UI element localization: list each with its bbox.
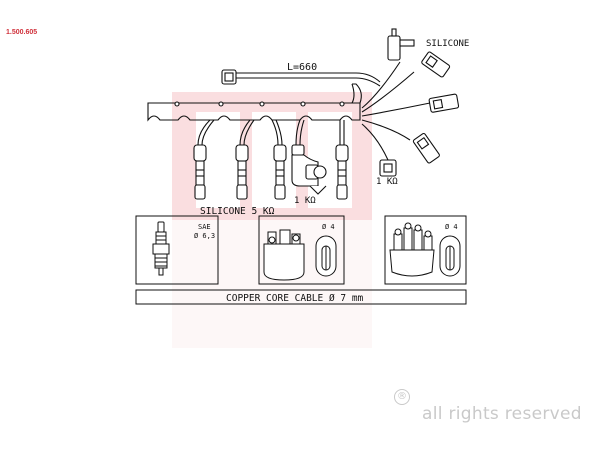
terminal-cap-icon <box>439 235 461 277</box>
registered-icon: ® <box>394 389 410 405</box>
plug-leads <box>197 119 345 146</box>
terminal-coil-icon <box>315 235 337 277</box>
silicone-top-label: SILICONE <box>426 39 469 49</box>
component-boxes <box>135 215 467 305</box>
cable-spec-label: COPPER CORE CABLE Ø 7 mm <box>226 293 364 304</box>
main-lead <box>221 69 381 87</box>
dia-4-cap-label: Ø 4 <box>445 223 458 231</box>
spark-plug-icon <box>152 221 170 276</box>
distributor-cap-icon <box>389 222 435 277</box>
boot-3 <box>273 144 287 200</box>
part-number: 1.500.605 <box>6 29 38 36</box>
resistance-right-label: 1 KΩ <box>376 177 398 187</box>
coil-leads <box>361 61 431 161</box>
distributor-rail <box>147 83 362 122</box>
ignition-coil-icon <box>263 229 305 281</box>
silicone-boots <box>379 28 460 177</box>
sae-label: SAE <box>198 223 211 231</box>
boot-1 <box>193 144 207 200</box>
angled-boot <box>291 144 327 195</box>
length-label: L=660 <box>287 62 317 73</box>
spark-plug-boots <box>193 144 349 200</box>
silicone-resistance-label: SILICONE 5 KΩ <box>200 206 275 217</box>
thread-label: Ø 6,3 <box>194 232 215 240</box>
boot-2 <box>235 144 249 200</box>
resistance-center-label: 1 KΩ <box>294 196 316 206</box>
boot-4 <box>335 144 349 200</box>
rights-text: all rights reserved <box>422 404 582 424</box>
dia-4-coil-label: Ø 4 <box>322 223 335 231</box>
